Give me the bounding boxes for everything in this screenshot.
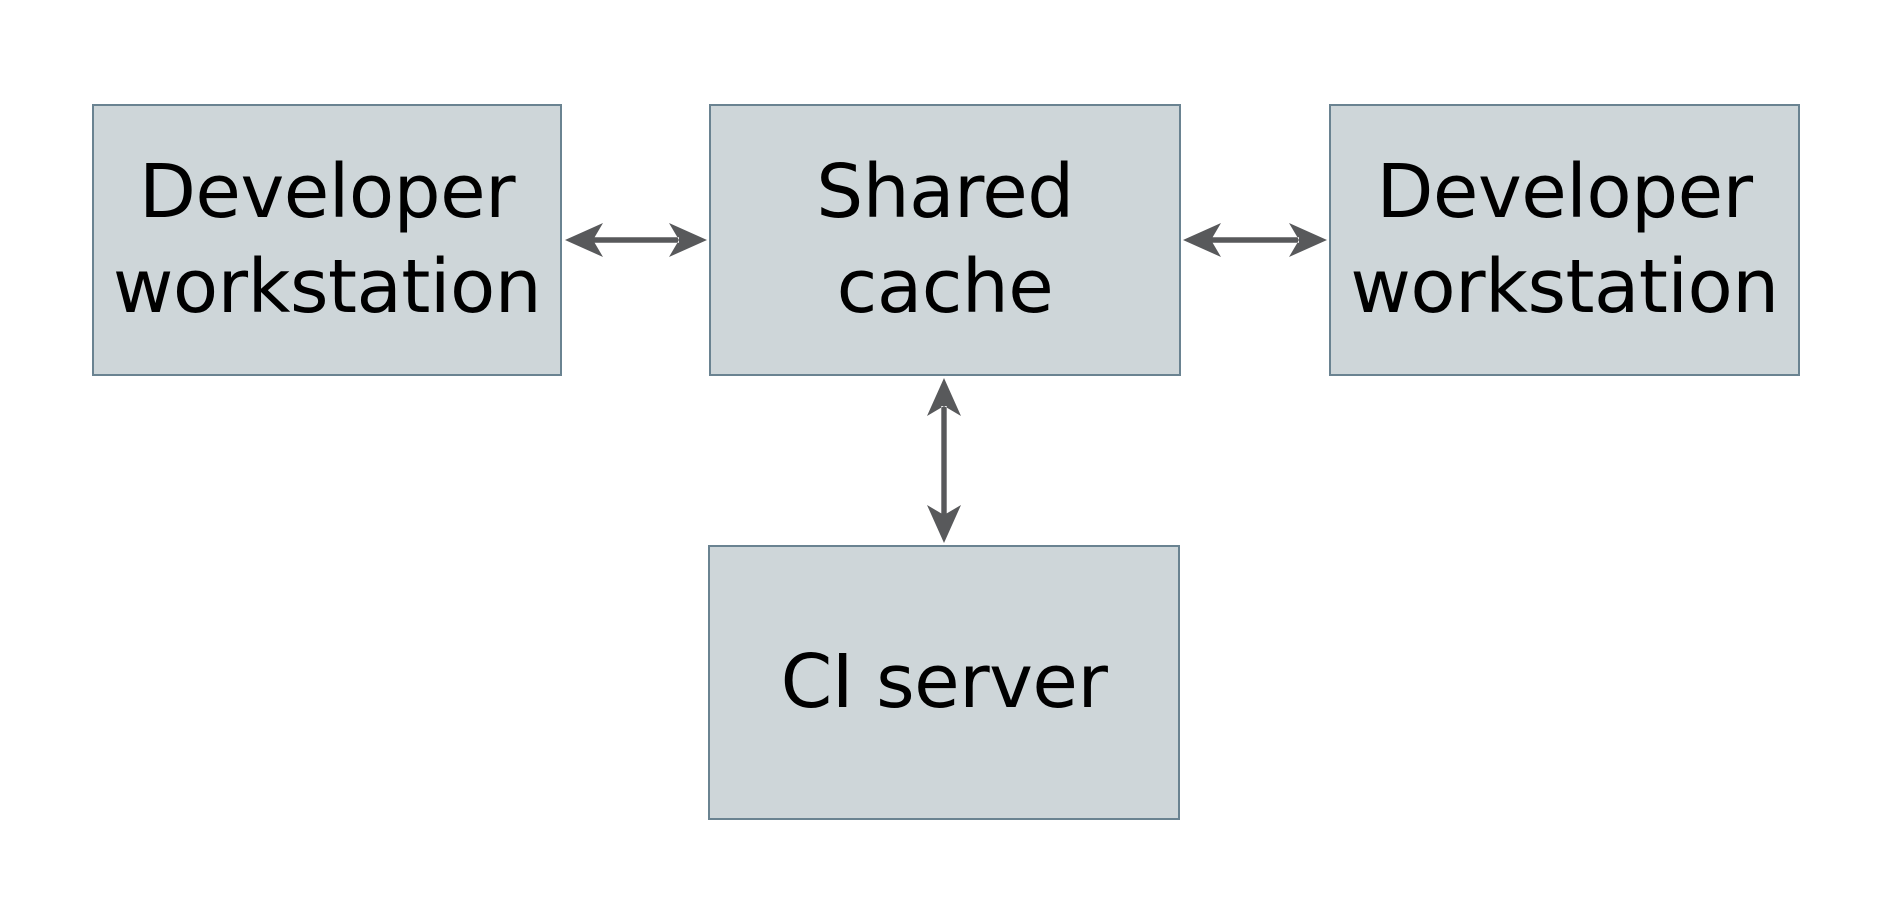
node-label: Developer workstation	[112, 148, 542, 330]
node-developer-workstation-left: Developer workstation	[92, 104, 562, 376]
bidirectional-arrow-down	[927, 378, 961, 543]
node-shared-cache: Shared cache	[709, 104, 1181, 376]
bidirectional-arrow-right	[1183, 223, 1327, 257]
node-label: Shared cache	[816, 148, 1074, 330]
node-label: CI server	[780, 638, 1108, 725]
node-label: Developer workstation	[1350, 148, 1779, 330]
bidirectional-arrow-left	[565, 223, 707, 257]
node-ci-server: CI server	[708, 545, 1180, 820]
node-developer-workstation-right: Developer workstation	[1329, 104, 1800, 376]
